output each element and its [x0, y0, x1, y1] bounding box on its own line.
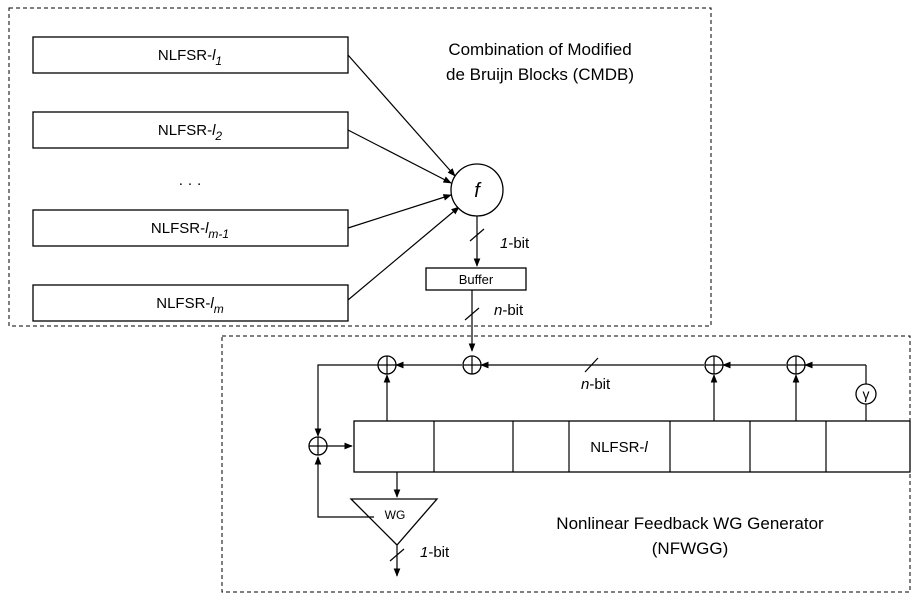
f-label: f [474, 180, 482, 202]
output-bits-label: 1-bit [420, 544, 450, 561]
bit-slash-output [389, 548, 405, 562]
xor-gate-tap7 [786, 355, 806, 375]
xor-gate-tap1 [377, 355, 397, 375]
nlfsr-block-2-label: NLFSR-l2 [158, 122, 223, 143]
wire-xor1-to-left-xor [314, 364, 378, 437]
xor-gate-left [308, 436, 328, 456]
cmdb-title-line2: de Bruijn Blocks (CMDB) [446, 65, 634, 84]
nlfsr-block-1-label: NLFSR-l1 [158, 47, 222, 68]
xor-gate-tap6 [704, 355, 724, 375]
nlfsr-block-m: NLFSR-lm [32, 284, 349, 322]
buffer-label: Buffer [459, 272, 494, 287]
nlfsr-block-m-minus-1: NLFSR-lm-1 [32, 209, 349, 247]
nfwgg-title-line2: (NFWGG) [652, 539, 728, 558]
arrow-block2-to-f [347, 129, 452, 184]
f-out-bits-label: 1-bit [500, 235, 530, 252]
wire-wg-to-left-xor [314, 456, 374, 518]
block-ellipsis: · · · [178, 175, 201, 192]
gamma-multiplier: γ [855, 383, 877, 405]
wg-label: WG [385, 508, 406, 522]
bit-slash-1 [469, 228, 485, 242]
gamma-label: γ [863, 386, 870, 402]
bit-slash-feedback [584, 357, 599, 373]
cmdb-region [8, 7, 712, 327]
feedback-bits-label: n-bit [581, 376, 611, 393]
nlfsr-block-m-minus-1-label: NLFSR-lm-1 [151, 220, 229, 241]
arrow-blockm-to-f [347, 206, 460, 301]
buffer-block: Buffer [425, 267, 527, 291]
xor-gate-buffer [462, 355, 482, 375]
buffer-out-bits-label: n-bit [494, 302, 524, 319]
wg-block: WG [349, 498, 439, 546]
register-label: NLFSR-l [590, 439, 648, 456]
nlfsr-block-2: NLFSR-l2 [32, 111, 349, 149]
nfwgg-title-line1: Nonlinear Feedback WG Generator [556, 514, 824, 533]
nlfsr-block-1: NLFSR-l1 [32, 36, 349, 74]
arrow-block1-to-f [347, 54, 456, 177]
nlfsr-block-m-label: NLFSR-lm [156, 295, 224, 316]
bit-slash-n [464, 307, 480, 321]
arrow-blockm1-to-f [347, 194, 452, 229]
combining-function-f: f [450, 163, 504, 217]
cmdb-title-line1: Combination of Modified [448, 40, 631, 59]
nlfsr-register: NLFSR-l [353, 420, 911, 473]
